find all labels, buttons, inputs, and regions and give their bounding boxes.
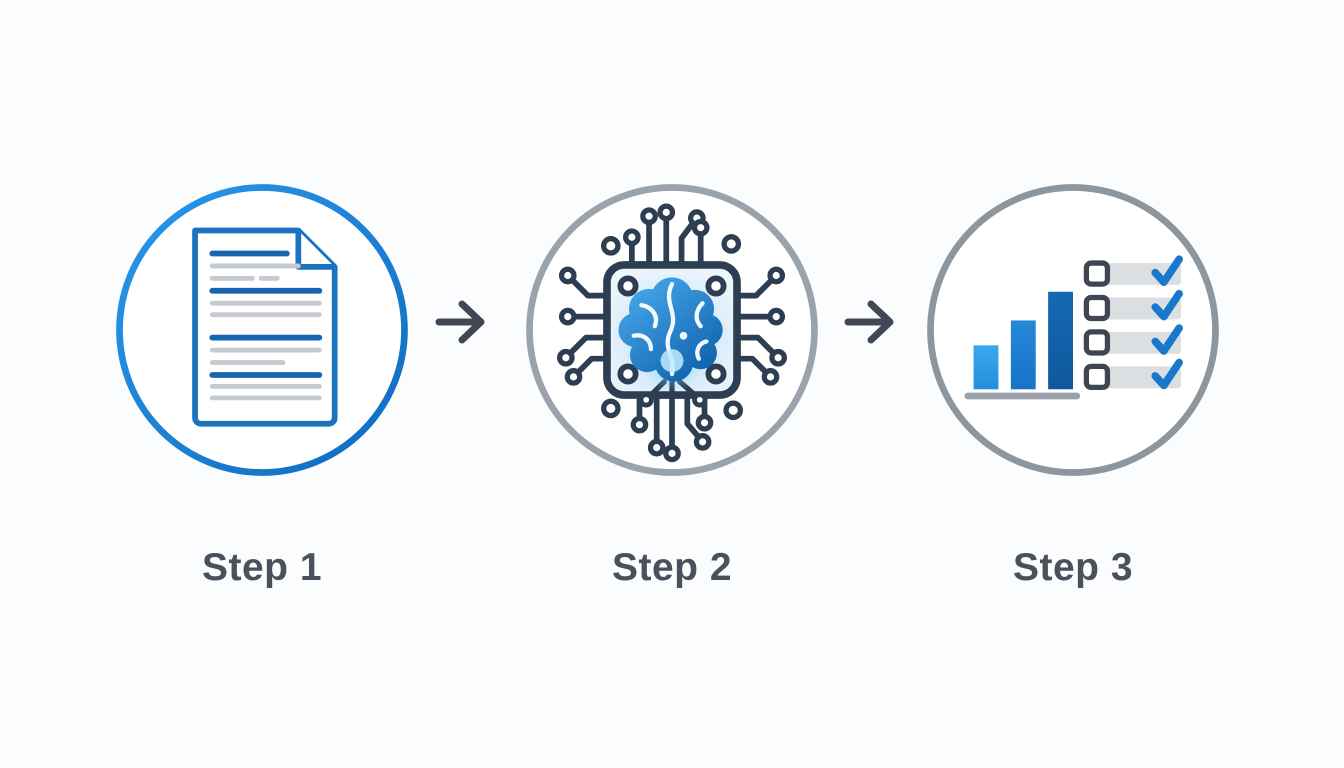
checklist-row (1083, 358, 1183, 391)
step-2 (519, 177, 825, 483)
bar-small (973, 345, 999, 390)
step-3-label: Step 3 (1012, 546, 1134, 589)
circuit-nodes (557, 203, 787, 463)
checkbox-icon (1083, 294, 1111, 322)
right-arrow-icon (435, 300, 485, 344)
checklist-row (1083, 255, 1183, 287)
step-3 (920, 177, 1226, 483)
checkbox-icon (1083, 329, 1111, 356)
step-1 (109, 177, 415, 483)
document-icon (116, 184, 408, 476)
step-1-label: Step 1 (201, 546, 323, 589)
brain (618, 277, 723, 382)
checklist-row (1083, 289, 1183, 322)
glow-hotspot (660, 349, 684, 373)
checkmark-icon (1151, 358, 1183, 390)
checkmark-icon (1151, 289, 1183, 321)
bar-chart (964, 291, 1081, 400)
checkbox-icon (1083, 260, 1111, 287)
document-text-lines (209, 250, 323, 401)
bar-medium (1010, 320, 1036, 390)
checkbox-icon (1083, 363, 1111, 391)
brain-stem-nodes (638, 392, 708, 408)
step-2-label: Step 2 (611, 546, 733, 589)
bar-large (1048, 291, 1073, 390)
circuit-traces (567, 216, 777, 450)
bar-chart-checklist-icon (927, 184, 1219, 476)
chip-corner-pins (617, 275, 727, 385)
right-arrow-icon (844, 300, 894, 344)
brain-dot (679, 331, 688, 340)
checkmark-icon (1151, 324, 1183, 355)
checkmark-icon (1151, 255, 1183, 287)
ai-chip-brain-icon (526, 184, 818, 476)
checklist-row (1083, 324, 1183, 356)
checklist (1083, 255, 1183, 391)
document-page (192, 227, 338, 427)
